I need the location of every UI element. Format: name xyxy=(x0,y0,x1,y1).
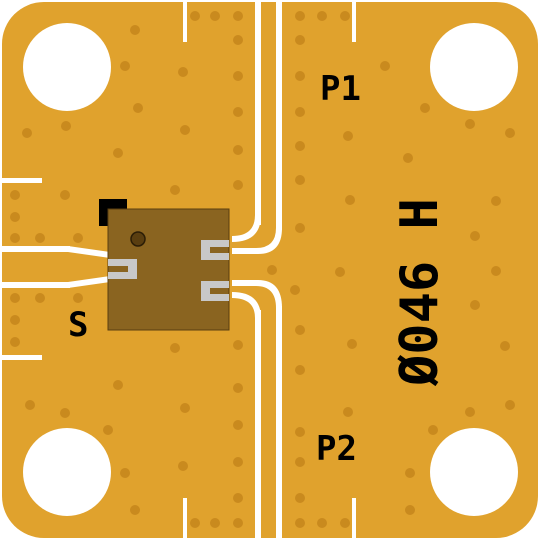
via-field xyxy=(10,11,515,528)
chip-body xyxy=(107,208,230,331)
top-notch-right xyxy=(352,0,356,42)
mounting-hole-top-left xyxy=(23,23,111,111)
mounting-hole-bottom-left xyxy=(23,428,111,516)
top-bend-left xyxy=(232,215,261,242)
trace-gaps xyxy=(0,0,356,540)
signal-label: S xyxy=(68,305,88,345)
mounting-hole-bottom-right xyxy=(430,428,518,516)
left-gap-top xyxy=(0,246,70,252)
left-notch-bottom xyxy=(0,355,42,360)
pin1-dot xyxy=(130,231,146,247)
top-bend-right xyxy=(232,228,282,254)
bottom-notch-left xyxy=(183,498,187,540)
bottom-gap-left xyxy=(255,310,261,540)
top-notch-left xyxy=(183,0,187,42)
ic-chip xyxy=(99,199,230,331)
bottom-bend-right xyxy=(232,280,282,308)
mounting-holes xyxy=(23,23,518,516)
mounting-hole-top-right xyxy=(430,23,518,111)
top-gap-left xyxy=(255,0,261,225)
bottom-notch-right xyxy=(352,498,356,540)
port-label-p1: P1 xyxy=(320,69,361,109)
pad-output-2 xyxy=(201,281,229,301)
left-taper-top xyxy=(68,246,110,258)
bottom-gap-right xyxy=(276,306,282,540)
bottom-bend-left xyxy=(232,292,261,318)
port-label-p2: P2 xyxy=(316,429,357,469)
left-taper-bottom xyxy=(68,276,110,288)
part-number-label: Ø046 H xyxy=(390,198,450,387)
top-gap-right xyxy=(276,0,282,230)
left-gap-bottom xyxy=(0,282,70,288)
pad-input xyxy=(108,259,137,279)
left-notch-top xyxy=(0,178,42,183)
pad-output-1 xyxy=(201,240,229,260)
